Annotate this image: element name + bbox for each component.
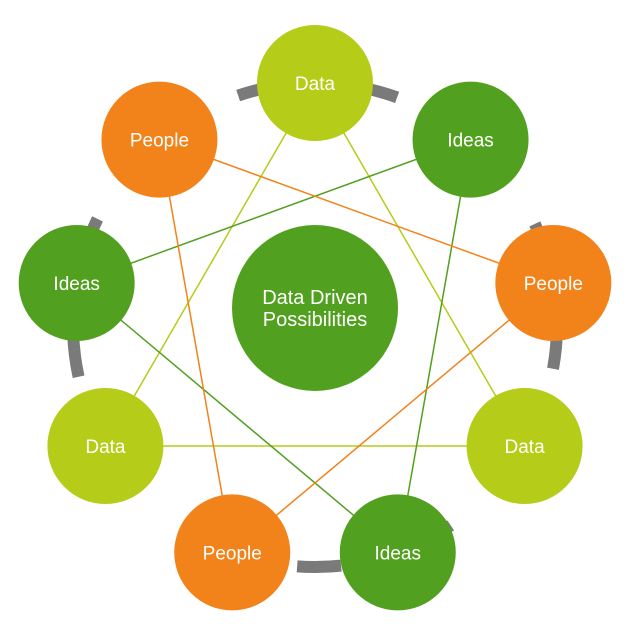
node-label-people-bottom-left: People — [203, 543, 262, 564]
node-label-data-left: Data — [85, 437, 126, 458]
center-hub: Data Driven Possibilities — [232, 225, 398, 391]
diagram-nodes: DataIdeasPeopleDataIdeasPeopleDataIdeasP… — [18, 25, 612, 611]
node-ideas-bottom-right: Ideas — [339, 494, 456, 611]
connection-ideas-bottom-right-to-ideas-left — [76, 282, 399, 553]
node-circle-ideas-left — [18, 224, 135, 341]
node-label-data-top: Data — [295, 74, 336, 95]
node-circle-ideas-bottom-right — [339, 494, 456, 611]
center-title-line-1: Data Driven — [262, 287, 368, 309]
node-circle-ideas-top-right — [412, 81, 529, 198]
connection-data-top-to-data-right — [314, 82, 526, 447]
node-people-bottom-left: People — [174, 494, 291, 611]
node-label-ideas-left: Ideas — [53, 274, 99, 295]
connection-ideas-top-right-to-ideas-bottom-right — [397, 139, 472, 553]
node-ideas-top-right: Ideas — [412, 81, 529, 198]
node-people-top-left: People — [101, 81, 218, 198]
node-label-data-right: Data — [505, 437, 546, 458]
connection-lines — [76, 82, 554, 553]
node-label-ideas-bottom-right: Ideas — [375, 543, 421, 564]
connection-people-bottom-left-to-people-top-left — [158, 139, 233, 553]
node-data-right: Data — [466, 388, 583, 504]
node-data-left: Data — [47, 388, 164, 504]
node-circle-data-left — [47, 388, 164, 504]
node-circle-people-bottom-left — [174, 494, 291, 611]
center-circle — [232, 225, 398, 391]
connection-people-right-to-people-bottom-left — [231, 282, 554, 553]
node-label-people-right: People — [524, 274, 583, 295]
node-data-top: Data — [257, 25, 373, 141]
node-circle-data-top — [257, 25, 373, 141]
node-circle-data-right — [466, 388, 583, 504]
node-circle-people-top-left — [101, 81, 218, 198]
node-circle-people-right — [495, 224, 612, 341]
node-ideas-left: Ideas — [18, 224, 135, 341]
node-label-people-top-left: People — [130, 131, 189, 152]
connection-ideas-left-to-ideas-top-right — [76, 138, 471, 284]
connection-data-left-to-data-top — [104, 82, 316, 447]
center-title-line-2: Possibilities — [263, 309, 367, 331]
connection-people-top-left-to-people-right — [159, 138, 554, 284]
node-label-ideas-top-right: Ideas — [447, 131, 493, 152]
node-people-right: People — [495, 224, 612, 341]
